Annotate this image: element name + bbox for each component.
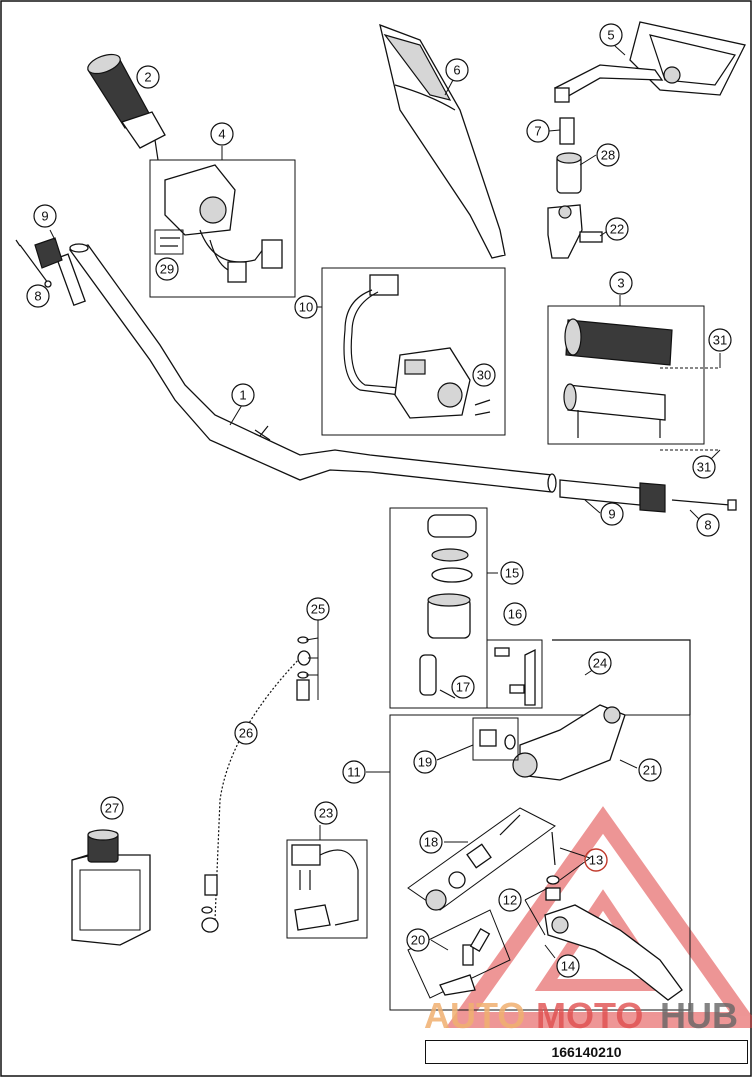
svg-text:20: 20 [411, 933, 425, 948]
svg-text:31: 31 [713, 333, 727, 348]
svg-text:4: 4 [218, 127, 225, 142]
callout-11: 11 [342, 760, 366, 784]
left-switch [149, 159, 296, 298]
handlebar [68, 243, 557, 493]
callout-27: 27 [100, 796, 124, 820]
mirror-adapter [547, 117, 603, 259]
callout-9-left: 9 [33, 204, 57, 228]
svg-text:21: 21 [643, 763, 657, 778]
svg-text:2: 2 [144, 70, 151, 85]
svg-text:23: 23 [319, 806, 333, 821]
callout-8-left: 8 [26, 284, 50, 308]
svg-text:24: 24 [593, 656, 607, 671]
svg-text:HUB: HUB [660, 995, 738, 1036]
svg-text:6: 6 [453, 63, 460, 78]
brake-hose [201, 636, 311, 933]
callout-25: 25 [306, 597, 330, 621]
heated-grip [547, 305, 720, 451]
svg-text:31: 31 [697, 460, 711, 475]
svg-text:3: 3 [617, 276, 624, 291]
svg-text:14: 14 [561, 959, 575, 974]
svg-text:18: 18 [424, 835, 438, 850]
diagram-code: 166140210 [425, 1040, 748, 1064]
callout-6: 6 [445, 58, 469, 82]
bar-end-right [559, 479, 737, 513]
callout-13: 13 [584, 848, 608, 872]
svg-text:16: 16 [508, 607, 522, 622]
callout-17: 17 [451, 675, 475, 699]
callout-2: 2 [136, 65, 160, 89]
svg-text:MOTO: MOTO [536, 995, 643, 1036]
bar-end-left [15, 237, 86, 307]
svg-text:26: 26 [239, 726, 253, 741]
svg-text:AUTO: AUTO [424, 995, 525, 1036]
svg-text:7: 7 [534, 124, 541, 139]
lever-top [379, 23, 506, 259]
svg-text:11: 11 [347, 765, 361, 780]
svg-text:25: 25 [311, 602, 325, 617]
master-cylinder [389, 507, 488, 709]
svg-text:9: 9 [41, 209, 48, 224]
callout-12: 12 [498, 888, 522, 912]
lever-fitting [486, 639, 543, 709]
svg-text:12: 12 [503, 893, 517, 908]
callout-18: 18 [419, 830, 443, 854]
brake-fluid-bottle [71, 829, 151, 946]
callout-4: 4 [210, 122, 234, 146]
svg-text:29: 29 [160, 262, 174, 277]
callout-10: 10 [294, 295, 318, 319]
brake-light-switch [286, 839, 368, 939]
callout-3: 3 [609, 271, 633, 295]
svg-text:19: 19 [418, 755, 432, 770]
callout-7: 7 [526, 119, 550, 143]
svg-text:22: 22 [610, 222, 624, 237]
right-switch [321, 267, 506, 436]
callout-20: 20 [406, 928, 430, 952]
svg-text:1: 1 [239, 388, 246, 403]
callout-15: 15 [500, 561, 524, 585]
callout-31-top: 31 [708, 328, 732, 352]
svg-text:30: 30 [477, 368, 491, 383]
callout-14: 14 [556, 954, 580, 978]
callout-5: 5 [599, 23, 623, 47]
svg-text:8: 8 [704, 518, 711, 533]
svg-text:9: 9 [608, 507, 615, 522]
svg-text:17: 17 [456, 680, 470, 695]
callout-26: 26 [234, 721, 258, 745]
callout-28: 28 [596, 143, 620, 167]
mirror [553, 21, 746, 103]
svg-text:27: 27 [105, 801, 119, 816]
svg-text:28: 28 [601, 148, 615, 163]
watermark-text: AUTO MOTO HUB [424, 995, 738, 1036]
svg-text:15: 15 [505, 566, 519, 581]
callout-1: 1 [231, 383, 255, 407]
callout-8-right: 8 [696, 513, 720, 537]
grip-left [87, 53, 166, 161]
svg-text:13: 13 [589, 853, 603, 868]
svg-text:5: 5 [607, 28, 614, 43]
callout-23: 23 [314, 801, 338, 825]
svg-text:10: 10 [299, 300, 313, 315]
leader-lines [49, 45, 721, 959]
callout-9-right: 9 [600, 502, 624, 526]
callout-29: 29 [155, 257, 179, 281]
callout-24: 24 [588, 651, 612, 675]
callout-30: 30 [472, 363, 496, 387]
callout-22: 22 [605, 217, 629, 241]
callout-19: 19 [413, 750, 437, 774]
callout-16: 16 [503, 602, 527, 626]
lower-assembly [389, 639, 691, 1011]
svg-text:8: 8 [34, 289, 41, 304]
callout-31-bottom: 31 [692, 455, 716, 479]
callout-21: 21 [638, 758, 662, 782]
